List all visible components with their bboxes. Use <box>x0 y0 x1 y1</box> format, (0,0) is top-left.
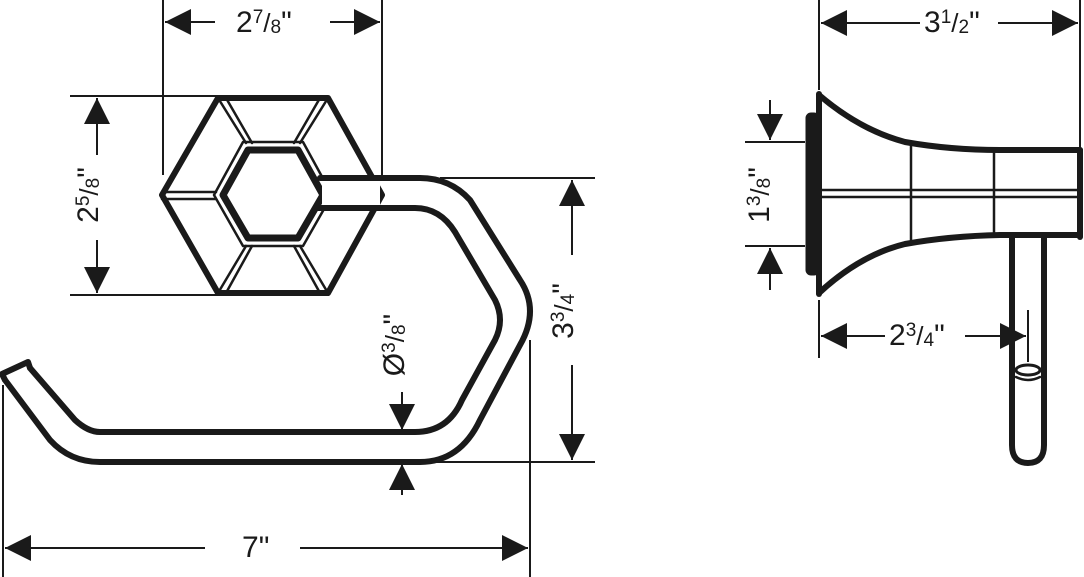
arm-outer-outline <box>2 175 533 465</box>
dim-numerator: 5 <box>72 195 94 207</box>
dim-unit: " <box>546 283 580 294</box>
dim-unit: " <box>742 167 776 178</box>
dim-unit: " <box>258 531 270 564</box>
fraction-slash: / <box>916 321 924 351</box>
dim-unit: " <box>281 6 292 39</box>
arm-end-ellipse <box>1014 363 1042 377</box>
dim-label-arm-offset: 23/4" <box>885 321 949 351</box>
dim-whole: 3 <box>924 6 941 39</box>
dim-label-arm-diameter: Ø3/8" <box>378 310 412 380</box>
rosette-facet-lines <box>160 96 330 295</box>
front-view <box>0 95 533 465</box>
dim-denominator: 4 <box>557 293 579 305</box>
rosette-inner-hexagon <box>219 146 327 242</box>
dim-label-overall-width: 7" <box>238 531 274 564</box>
side-arm <box>1009 233 1047 466</box>
dim-denominator: 8 <box>753 177 775 189</box>
dim-label-rosette-width: 27/8" <box>232 8 296 38</box>
arm-end-cap <box>0 359 33 383</box>
dim-unit: " <box>969 6 980 39</box>
dim-denominator: 2 <box>958 17 970 38</box>
flared-body-top <box>816 92 1083 153</box>
dim-unit: " <box>934 319 945 352</box>
dim-whole: 2 <box>71 206 105 223</box>
dim-denominator: 8 <box>389 324 411 336</box>
fraction-slash: / <box>548 304 579 312</box>
dim-numerator: 3 <box>379 342 401 353</box>
dim-denominator: 4 <box>923 330 935 351</box>
diameter-symbol: Ø <box>378 352 412 377</box>
dim-label-rosette-height: 25/8" <box>71 163 105 227</box>
dim-whole: 1 <box>742 206 776 223</box>
dim-whole: 3 <box>546 322 580 339</box>
flared-body-bottom <box>816 232 1083 296</box>
dim-whole: 2 <box>889 319 906 352</box>
dim-numerator: 7 <box>252 7 264 28</box>
arm-inner-outline <box>27 205 503 435</box>
fraction-slash: / <box>73 188 104 196</box>
fraction-slash: / <box>951 8 959 38</box>
dim-numerator: 1 <box>940 7 952 28</box>
dim-label-projection: 31/2" <box>920 8 984 38</box>
dim-unit: " <box>378 313 412 325</box>
fraction-slash: / <box>263 8 271 38</box>
dim-whole: 7 <box>242 531 259 564</box>
dim-label-base-height: 13/8" <box>742 163 776 227</box>
side-dimension-lines <box>745 0 1081 362</box>
fraction-slash: / <box>744 188 775 196</box>
dim-denominator: 8 <box>82 177 104 189</box>
dim-numerator: 3 <box>547 311 569 323</box>
side-view <box>805 91 1083 466</box>
dim-whole: 2 <box>236 6 253 39</box>
fraction-slash: / <box>380 335 411 343</box>
dim-label-overall-height: 33/4" <box>546 279 580 343</box>
dim-unit: " <box>71 167 105 178</box>
dim-numerator: 3 <box>905 320 917 341</box>
front-dimension-lines <box>2 0 595 577</box>
dim-numerator: 3 <box>743 195 765 207</box>
dim-denominator: 8 <box>270 17 282 38</box>
